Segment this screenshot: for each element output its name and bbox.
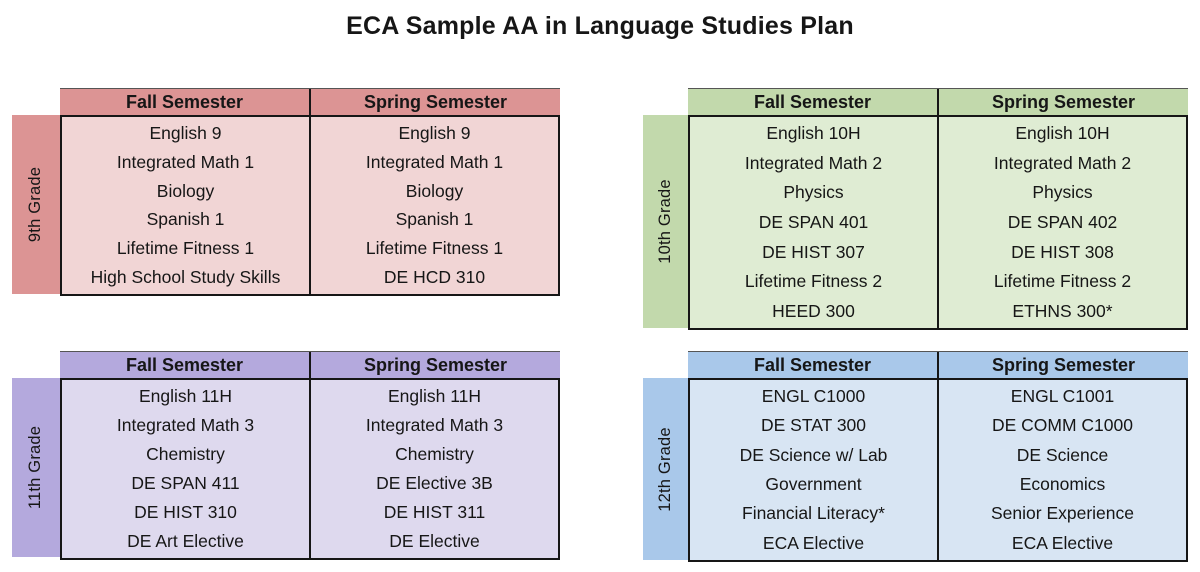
course-cell: DE Art Elective: [127, 531, 244, 551]
fall-semester-header: Fall Semester: [688, 352, 939, 378]
fall-semester-header: Fall Semester: [60, 352, 311, 378]
grade-12-label-band: 12th Grade: [643, 378, 688, 560]
grade-12-table: ENGL C1000 DE STAT 300 DE Science w/ Lab…: [688, 378, 1188, 562]
course-cell: ECA Elective: [762, 532, 865, 553]
grade-11-table: English 11H Integrated Math 3 Chemistry …: [60, 378, 560, 560]
course-cell: English 10H: [766, 123, 861, 144]
course-cell: DE Science: [1016, 444, 1109, 465]
course-cell: Lifetime Fitness 1: [116, 238, 255, 259]
grade-9-header-row: Fall Semester Spring Semester: [60, 88, 560, 115]
course-cell: Chemistry: [146, 444, 225, 464]
course-cell: DE HIST 310: [134, 502, 237, 522]
course-cell: Government: [765, 474, 862, 495]
fall-column: English 11H Integrated Math 3 Chemistry …: [62, 380, 311, 558]
fall-column: English 10H Integrated Math 2 Physics DE…: [690, 117, 939, 328]
fall-semester-header: Fall Semester: [688, 89, 939, 115]
course-cell: Integrated Math 2: [993, 152, 1132, 173]
course-cell: Chemistry: [395, 444, 474, 464]
course-cell: Senior Experience: [991, 503, 1134, 524]
course-cell: Biology: [405, 180, 464, 201]
course-cell: DE Elective: [389, 531, 480, 551]
course-cell: Financial Literacy*: [742, 503, 885, 524]
course-cell: Physics: [783, 182, 844, 203]
course-cell: English 11H: [138, 386, 233, 406]
spring-semester-header: Spring Semester: [991, 91, 1136, 112]
course-cell: Spanish 1: [395, 209, 474, 230]
course-cell: English 10H: [1015, 123, 1110, 144]
grade-12-label: 12th Grade: [656, 426, 674, 512]
course-cell: English 9: [149, 122, 222, 143]
course-cell: Integrated Math 1: [116, 151, 255, 172]
grade-10-header-row: Fall Semester Spring Semester: [688, 88, 1188, 115]
course-cell: HEED 300: [772, 300, 855, 321]
grade-9-table: English 9 Integrated Math 1 Biology Span…: [60, 115, 560, 296]
course-cell: English 9: [398, 122, 471, 143]
course-cell: DE SPAN 411: [131, 473, 240, 493]
course-cell: Lifetime Fitness 2: [744, 271, 883, 292]
course-cell: Biology: [156, 180, 215, 201]
course-cell: DE SPAN 402: [1007, 212, 1118, 233]
course-cell: High School Study Skills: [90, 267, 281, 288]
fall-column: ENGL C1000 DE STAT 300 DE Science w/ Lab…: [690, 380, 939, 560]
course-cell: Economics: [1019, 474, 1106, 495]
course-cell: English 11H: [387, 386, 482, 406]
spring-semester-header: Spring Semester: [363, 354, 508, 375]
course-cell: ENGL C1001: [1010, 386, 1115, 407]
grade-12-header-row: Fall Semester Spring Semester: [688, 351, 1188, 378]
course-cell: ENGL C1000: [761, 386, 866, 407]
course-cell: Integrated Math 3: [365, 415, 504, 435]
course-cell: Integrated Math 3: [116, 415, 255, 435]
spring-column: English 9 Integrated Math 1 Biology Span…: [311, 117, 558, 294]
page-title: ECA Sample AA in Language Studies Plan: [346, 12, 854, 40]
course-cell: DE HIST 308: [1011, 241, 1114, 262]
grade-10-table: English 10H Integrated Math 2 Physics DE…: [688, 115, 1188, 330]
course-cell: ETHNS 300*: [1012, 300, 1113, 321]
course-cell: DE STAT 300: [760, 415, 867, 436]
spring-column: ENGL C1001 DE COMM C1000 DE Science Econ…: [939, 380, 1186, 560]
fall-semester-header: Fall Semester: [60, 89, 311, 115]
grade-10-label-band: 10th Grade: [643, 115, 688, 328]
course-cell: DE SPAN 401: [758, 212, 869, 233]
course-cell: DE HIST 307: [762, 241, 865, 262]
course-cell: DE Science w/ Lab: [739, 444, 888, 465]
spring-semester-header: Spring Semester: [363, 91, 508, 112]
grade-9-label-band: 9th Grade: [12, 115, 60, 294]
course-cell: Integrated Math 2: [744, 152, 883, 173]
grade-11-label: 11th Grade: [26, 425, 45, 510]
course-cell: Lifetime Fitness 2: [993, 271, 1132, 292]
course-cell: DE Elective 3B: [376, 473, 493, 493]
course-cell: ECA Elective: [1011, 532, 1114, 553]
course-cell: DE HIST 311: [383, 502, 486, 522]
fall-column: English 9 Integrated Math 1 Biology Span…: [62, 117, 311, 294]
course-cell: DE COMM C1000: [991, 415, 1133, 436]
course-cell: Physics: [1032, 182, 1093, 203]
grade-9-label: 9th Grade: [26, 166, 45, 243]
course-cell: Lifetime Fitness 1: [365, 238, 504, 259]
course-cell: Spanish 1: [146, 209, 225, 230]
course-cell: DE HCD 310: [383, 267, 486, 288]
spring-column: English 11H Integrated Math 3 Chemistry …: [311, 380, 558, 558]
spring-column: English 10H Integrated Math 2 Physics DE…: [939, 117, 1186, 328]
grade-10-label: 10th Grade: [656, 179, 674, 264]
course-cell: Integrated Math 1: [365, 151, 504, 172]
spring-semester-header: Spring Semester: [991, 354, 1136, 375]
grade-11-header-row: Fall Semester Spring Semester: [60, 351, 560, 378]
grade-11-label-band: 11th Grade: [12, 378, 60, 557]
